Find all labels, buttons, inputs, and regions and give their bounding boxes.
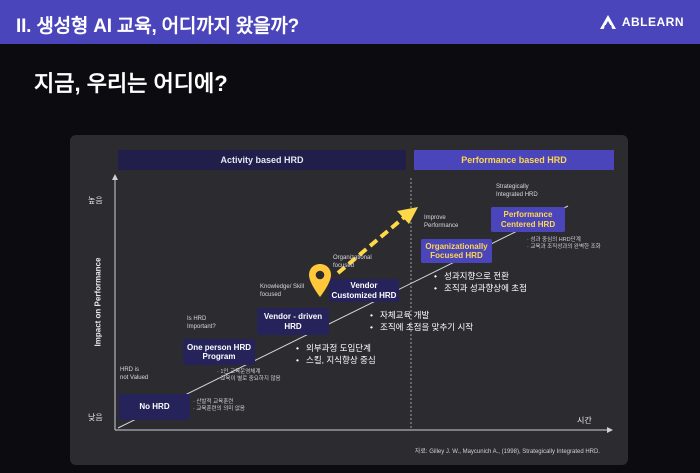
stage-notes-performance-centered: 성과 중심의 HRD단계 교육과 조직성과의 완벽한 조화 <box>527 237 601 252</box>
stage-caption-vendor-customized: Organizational focused <box>333 255 372 269</box>
bullet-item: 조직과 성과향상에 초점 <box>434 282 527 295</box>
bullet-item: 성과지향으로 전환 <box>434 270 527 283</box>
stage-box-vendor-driven: Vendor - driven HRD <box>257 308 329 335</box>
source-citation: 자료: Gilley J. W., Maycunich A., (1998), … <box>414 449 600 455</box>
header-bar: II. 생성형 AI 교육, 어디까지 왔을까? ABLEARN <box>0 0 700 44</box>
header-title: II. 생성형 AI 교육, 어디까지 왔을까? <box>16 16 300 37</box>
bullet-item: 조직에 초점을 맞추기 시작 <box>370 321 473 334</box>
stage-caption-no-hrd: HRD is not Valued <box>120 367 149 381</box>
stage-bullets-vendor-driven: 외부과정 도입단계 스킬, 지식향상 중심 <box>296 342 376 367</box>
stage-notes-one-person: 1인 교육운영체계 교육이 별로 중요하지 않음 <box>217 369 281 384</box>
note-item: 1인 교육운영체계 <box>217 369 281 376</box>
stage-caption-vendor-driven: Knowledge/ Skill focused <box>260 284 305 298</box>
stage-bullets-org-focused: 성과지향으로 전환 조직과 성과향상에 초점 <box>434 270 527 295</box>
bullet-item: 자체교육 개발 <box>370 309 473 322</box>
stage-box-one-person: One person HRD Program <box>183 339 255 365</box>
page-title: 지금, 우리는 어디에? <box>34 71 228 96</box>
y-axis-low-label: 낮음 <box>88 413 103 422</box>
y-axis-title: Impact on Performance <box>93 257 103 347</box>
phase-header-performance: Performance based HRD <box>414 150 614 170</box>
note-item: 교육과 조직성과의 완벽한 조화 <box>527 244 600 251</box>
note-item: 교육이 별로 중요하지 않음 <box>217 376 280 383</box>
y-axis-high-label: 높음 <box>88 196 103 205</box>
ablearn-logo: ABLEARN <box>599 14 684 30</box>
ablearn-logo-icon <box>599 15 616 29</box>
location-pin-icon <box>309 264 331 297</box>
stage-caption-performance-centered: Strategically Integrated HRD <box>496 184 538 198</box>
note-item: 산발적 교육훈련 <box>193 399 245 406</box>
stage-caption-org-focused: Improve Performance <box>424 215 459 229</box>
stage-box-vendor-customized: Vendor Customized HRD <box>329 279 399 302</box>
progress-arrow-head <box>397 207 418 224</box>
stage-notes-no-hrd: 산발적 교육훈련 교육훈련의 의미 없음 <box>193 399 245 414</box>
trend-line <box>117 205 569 429</box>
stage-caption-one-person: Is HRD Important? <box>187 316 216 330</box>
stage-box-no-hrd: No HRD <box>119 394 190 420</box>
note-item: 성과 중심의 HRD단계 <box>527 237 601 244</box>
x-axis-label: 시간 <box>577 416 592 425</box>
logo-text: ABLEARN <box>621 15 684 29</box>
bullet-item: 스킬, 지식향상 중심 <box>296 354 376 367</box>
bullet-item: 외부과정 도입단계 <box>296 342 376 355</box>
progress-arrow-shaft <box>336 212 410 275</box>
stage-box-performance-centered: Performance Centered HRD <box>491 207 565 232</box>
stage-bullets-vendor-customized: 자체교육 개발 조직에 초점을 맞추기 시작 <box>370 309 473 334</box>
note-item: 교육훈련의 의미 없음 <box>193 406 245 413</box>
phase-header-activity: Activity based HRD <box>118 150 406 170</box>
stage-box-org-focused: Organizationally Focused HRD <box>421 239 492 263</box>
